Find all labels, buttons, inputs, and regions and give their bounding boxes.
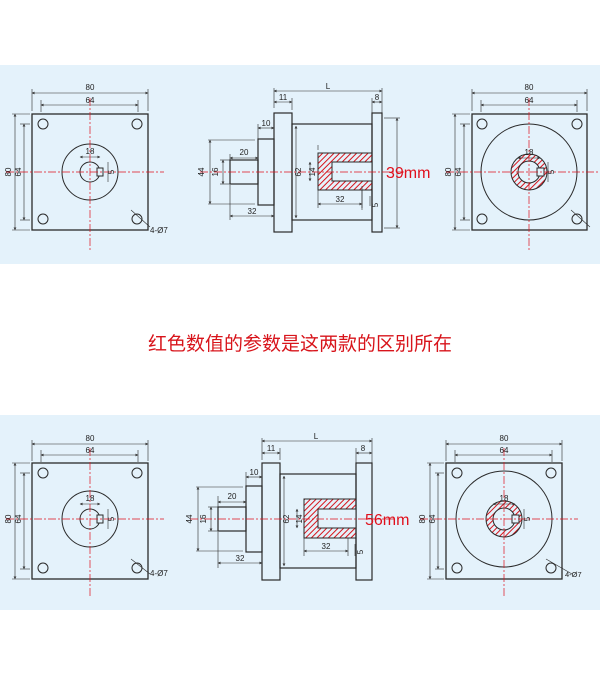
dim-width-64: 64 bbox=[86, 446, 95, 455]
dim-height-64: 64 bbox=[428, 514, 437, 523]
dim-width-80: 80 bbox=[86, 83, 95, 92]
dim-16: 16 bbox=[199, 514, 208, 523]
dim-width-80: 80 bbox=[525, 83, 534, 92]
highlight-dimension: 39mm bbox=[386, 165, 430, 182]
top-side-view bbox=[200, 88, 405, 233]
dim-32-shaft: 32 bbox=[248, 207, 257, 216]
dim-44: 44 bbox=[185, 514, 194, 523]
dim-height-64: 64 bbox=[14, 514, 23, 523]
dim-key-5: 5 bbox=[547, 169, 556, 174]
dim-bore-18: 18 bbox=[525, 148, 534, 157]
dim-holes: 4-Ø7 bbox=[565, 570, 582, 579]
top-right-flange-view bbox=[446, 89, 598, 250]
dim-height-80: 80 bbox=[444, 167, 453, 176]
top-side-labels: L 11 8 10 20 44 16 62 14 32 32 5 39mm bbox=[197, 82, 430, 216]
dim-bore-18: 18 bbox=[86, 494, 95, 503]
dim-bore-18: 18 bbox=[86, 147, 95, 156]
bottom-left-flange-labels: 80 64 80 64 18 5 4-Ø7 bbox=[4, 434, 168, 578]
top-drawing-set: 80 64 80 64 18 5 4-Ø7 bbox=[4, 82, 598, 250]
dim-height-64: 64 bbox=[14, 167, 23, 176]
dim-height-64: 64 bbox=[454, 167, 463, 176]
dim-height-80: 80 bbox=[4, 514, 13, 523]
dim-bore-18: 18 bbox=[500, 494, 509, 503]
bottom-drawing-set: 80 64 80 64 18 5 4-Ø7 bbox=[4, 432, 582, 598]
dim-5: 5 bbox=[371, 202, 380, 207]
dim-width-64: 64 bbox=[525, 96, 534, 105]
dim-width-80: 80 bbox=[500, 434, 509, 443]
dim-key-5: 5 bbox=[107, 169, 116, 174]
top-left-flange-labels: 80 64 80 64 18 5 4-Ø7 bbox=[4, 83, 168, 235]
dim-62: 62 bbox=[282, 514, 291, 523]
dim-length-L: L bbox=[314, 432, 319, 441]
dim-height-80: 80 bbox=[4, 167, 13, 176]
dim-32-bore: 32 bbox=[336, 195, 345, 204]
dim-width-64: 64 bbox=[500, 446, 509, 455]
dim-11: 11 bbox=[267, 444, 276, 453]
dim-key-5: 5 bbox=[107, 516, 116, 521]
dim-16: 16 bbox=[211, 167, 220, 176]
dim-height-80: 80 bbox=[418, 514, 427, 523]
dim-10: 10 bbox=[262, 119, 271, 128]
bottom-side-view bbox=[190, 438, 395, 581]
dim-32-bore: 32 bbox=[322, 542, 331, 551]
dim-32-shaft: 32 bbox=[236, 554, 245, 563]
dim-62: 62 bbox=[294, 167, 303, 176]
bottom-side-labels: L 11 8 10 20 44 16 62 14 32 32 5 56mm bbox=[185, 432, 409, 563]
dim-length-L: L bbox=[326, 82, 331, 91]
dim-14: 14 bbox=[295, 514, 304, 523]
dim-holes: 4-Ø7 bbox=[150, 569, 168, 578]
dim-8: 8 bbox=[361, 444, 366, 453]
bottom-right-flange-view bbox=[420, 440, 578, 598]
dim-8: 8 bbox=[375, 93, 380, 102]
dim-11: 11 bbox=[279, 93, 288, 102]
dim-width-80: 80 bbox=[86, 434, 95, 443]
dim-5: 5 bbox=[356, 549, 365, 554]
dim-20: 20 bbox=[240, 148, 249, 157]
top-left-flange-view bbox=[6, 89, 164, 250]
bottom-right-flange-labels: 80 64 80 64 18 5 4-Ø7 bbox=[418, 434, 582, 579]
dim-10: 10 bbox=[250, 468, 259, 477]
highlight-dimension: 56mm bbox=[365, 512, 409, 529]
dim-20: 20 bbox=[228, 492, 237, 501]
dim-key-5: 5 bbox=[523, 516, 532, 521]
dim-44: 44 bbox=[197, 167, 206, 176]
dim-14: 14 bbox=[308, 167, 317, 176]
top-panel bbox=[0, 65, 600, 264]
dim-width-64: 64 bbox=[86, 96, 95, 105]
caption-note: 红色数值的参数是这两款的区别所在 bbox=[147, 333, 452, 355]
dim-holes: 4-Ø7 bbox=[150, 226, 168, 235]
top-right-flange-labels: 80 64 80 64 18 5 bbox=[444, 83, 556, 176]
bottom-left-flange-view bbox=[6, 440, 164, 598]
